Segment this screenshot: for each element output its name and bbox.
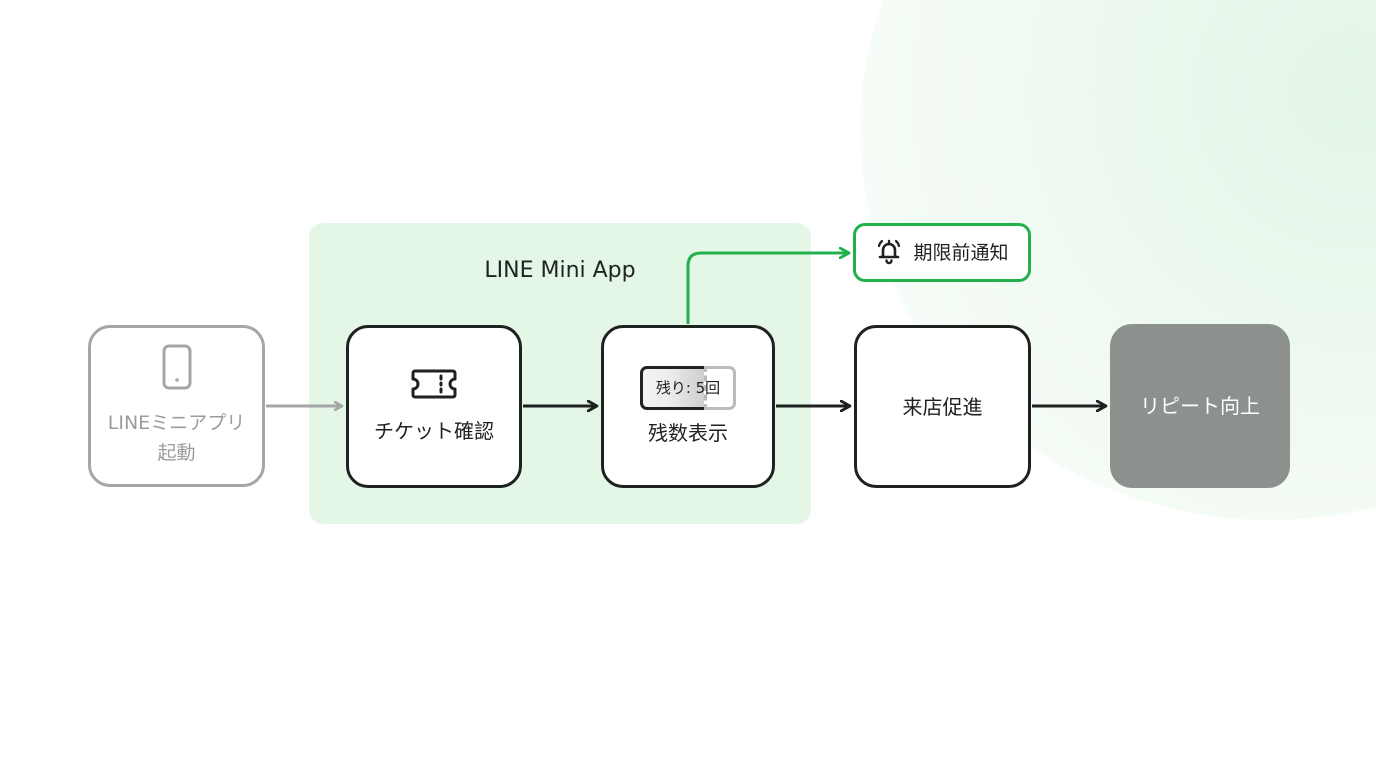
node-ticket-check: チケット確認 bbox=[346, 325, 522, 488]
node-remain-label: 残数表示 bbox=[648, 420, 728, 445]
node-ticket-label: チケット確認 bbox=[374, 418, 494, 443]
node-launch-app: LINEミニアプリ 起動 bbox=[88, 325, 265, 487]
notification-expiry-reminder: 期限前通知 bbox=[853, 223, 1031, 282]
bell-icon bbox=[875, 237, 903, 269]
node-visit-label: 来店促進 bbox=[902, 394, 983, 419]
group-title: LINE Mini App bbox=[484, 258, 636, 283]
smartphone-icon bbox=[162, 344, 192, 394]
node-store-visit: 来店促進 bbox=[854, 325, 1031, 488]
notification-label: 期限前通知 bbox=[913, 241, 1009, 264]
remaining-badge: 残り: 5回 bbox=[640, 365, 736, 410]
node-repeat-improvement: リピート向上 bbox=[1110, 324, 1290, 488]
node-launch-label: LINEミニアプリ 起動 bbox=[107, 412, 246, 464]
remaining-badge-text: 残り: 5回 bbox=[655, 378, 721, 397]
node-repeat-label: リピート向上 bbox=[1140, 394, 1260, 418]
arrow-remain-to-notify bbox=[686, 253, 849, 324]
ticket-icon bbox=[410, 368, 458, 404]
node-remaining-count: 残り: 5回 残数表示 bbox=[601, 325, 775, 488]
